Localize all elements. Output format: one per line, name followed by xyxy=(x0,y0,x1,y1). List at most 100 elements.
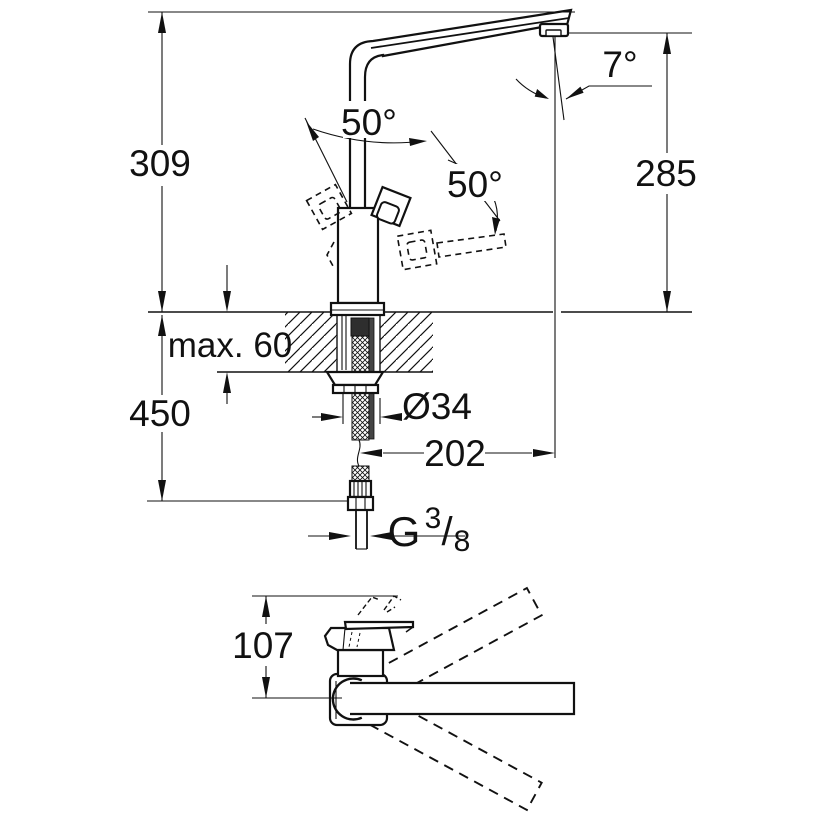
thread-slash: / xyxy=(441,510,453,554)
dim-450-arrow-top xyxy=(158,315,166,336)
dim-spout-projection: 202 xyxy=(424,433,486,474)
angle-arc-2-arrow xyxy=(492,217,500,235)
nut-facets xyxy=(343,385,367,393)
dim-stream-angle: 7° xyxy=(602,44,637,85)
handle-right-outline xyxy=(396,229,438,271)
spout-outer-edge xyxy=(348,8,573,208)
thread-denominator: 8 xyxy=(454,525,471,558)
side-view: 50° 50° 7° 309 450 xyxy=(129,8,697,558)
base-flange xyxy=(329,301,386,317)
dim-max60: max. 60 xyxy=(168,265,293,404)
hatch-right xyxy=(380,312,433,372)
plan-handle-raised-dashed xyxy=(357,595,402,616)
dim-spout-clearance: 285 xyxy=(635,153,697,194)
plan-view: 107 xyxy=(232,586,576,812)
extension-lines xyxy=(147,11,692,502)
plan-handle-bar-tip xyxy=(405,626,414,633)
handle-right-inner xyxy=(406,239,428,261)
spout-second-line xyxy=(370,17,570,49)
deck-lines xyxy=(148,311,692,373)
spout-swivel-up xyxy=(358,586,543,708)
hose-fitting-top xyxy=(350,317,370,337)
dim-107-ext-lines xyxy=(252,595,398,699)
dim-107-arrow-bottom xyxy=(262,677,270,698)
dim-o34-arrow-left xyxy=(321,413,343,421)
angle-arrow-left xyxy=(306,121,319,141)
dim-107-arrow-top xyxy=(262,596,270,617)
seven-deg-arrow-right xyxy=(566,86,584,99)
handle-solid xyxy=(370,185,412,228)
dim-202-arrow-right xyxy=(533,449,555,457)
dim-hole-diameter-label: Ø34 xyxy=(402,386,472,427)
thread-letter: G xyxy=(388,508,421,555)
shank-tube-lines xyxy=(341,316,347,370)
dim-max60-arrow-down xyxy=(223,291,231,312)
hatch-left xyxy=(285,312,337,372)
hose-braid-lower xyxy=(351,465,370,482)
dim-202-arrow-left xyxy=(360,449,382,457)
hole-edges xyxy=(336,312,381,372)
dim-max60-arrow-up xyxy=(223,372,231,393)
dim-plan-depth: 107 xyxy=(232,625,294,666)
countertop-section xyxy=(285,312,433,372)
spout xyxy=(348,8,573,208)
dim-handle-angle-right: 50° xyxy=(447,164,503,205)
hose-break-line xyxy=(356,439,361,467)
handle-right-lever-dashed xyxy=(436,233,507,258)
spout-swivel-down-outline xyxy=(358,690,543,812)
dim-309: 309 xyxy=(129,12,191,312)
spout-swivel-down xyxy=(358,690,543,812)
supply-hose xyxy=(346,439,375,550)
dim-285-arrow-bottom xyxy=(663,291,671,312)
hex-nut-facets xyxy=(355,497,366,510)
hose-ferrule xyxy=(348,479,373,499)
plan-handle-hidden-lines xyxy=(348,631,361,648)
handle-knob-inner xyxy=(376,201,400,225)
plan-spout xyxy=(350,681,576,716)
spout-swivel-up-outline xyxy=(358,586,543,708)
dim-o34-arrow-right xyxy=(380,413,402,421)
dim-hole-diameter: Ø34 xyxy=(312,386,472,427)
aerator-insert xyxy=(545,29,562,37)
stream-angle-annotation: 7° xyxy=(515,44,652,100)
handle-left-inner xyxy=(318,196,342,220)
plan-handle-knob xyxy=(323,626,396,652)
handle-left-lever-mark xyxy=(326,241,335,267)
dim-285-arrow-top xyxy=(663,33,671,54)
dim-450-arrow-bottom xyxy=(158,480,166,501)
dim-height-total: 309 xyxy=(129,143,191,184)
dim-handle-angle-left: 50° xyxy=(341,102,397,143)
angle-arc-1-arrow xyxy=(409,138,427,146)
dim-285: 285 xyxy=(635,33,697,312)
dim-max-mounting-thickness: max. 60 xyxy=(168,326,293,365)
dim-thread: G 3 / 8 xyxy=(308,502,470,558)
dim-309-arrow-top xyxy=(158,12,166,33)
dim-107: 107 xyxy=(232,595,398,699)
thread-pipe xyxy=(355,510,368,549)
mounting-washer xyxy=(325,370,385,387)
hose-hex-nut xyxy=(346,495,375,512)
dim-309-arrow-bottom xyxy=(158,291,166,312)
label-bg xyxy=(449,164,502,201)
label-bg xyxy=(343,101,396,138)
seven-deg-arrow-left xyxy=(534,89,549,99)
hole-dia-ext-lines xyxy=(342,394,381,424)
faucet-body xyxy=(329,206,386,317)
plan-swivel-circle xyxy=(331,677,363,721)
handle-angle-annotations: 50° 50° xyxy=(304,101,503,235)
body-column xyxy=(336,206,380,305)
stream-angle-line xyxy=(552,36,565,121)
dim-202: 202 xyxy=(360,433,555,474)
spout-inner-edge xyxy=(363,25,543,208)
thread-numerator: 3 xyxy=(425,502,442,535)
ferrule-ribs xyxy=(353,482,367,496)
plan-handle-knob-line xyxy=(342,627,346,651)
plan-body xyxy=(336,648,385,678)
dim-450: 450 xyxy=(129,315,191,501)
mounting-shank xyxy=(325,316,385,441)
dim-g38-arrow-right xyxy=(370,532,392,540)
dim-g38-arrow-left xyxy=(329,532,351,540)
handle-dashed-right xyxy=(396,229,438,271)
